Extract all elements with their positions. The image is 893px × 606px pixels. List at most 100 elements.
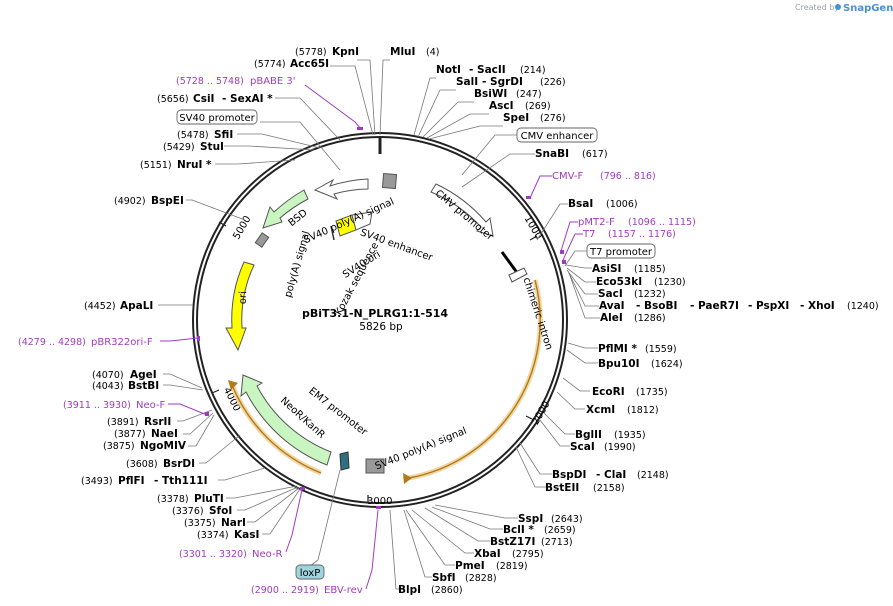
leader-kasi	[262, 488, 301, 535]
site-text: (5774)	[254, 59, 286, 70]
tick-label-1000: 1000	[522, 214, 544, 242]
primer-name: Neo-F	[136, 400, 166, 411]
primer-leader-neof	[168, 403, 208, 416]
site-text: (3376)	[172, 506, 204, 517]
site-text: (1990)	[604, 442, 636, 453]
leader-saci	[566, 269, 598, 295]
leader-bglii	[543, 412, 575, 435]
primer-name: Neo-R	[252, 549, 283, 560]
leader-loxp	[309, 469, 341, 567]
site-text: AscI	[489, 100, 514, 112]
backbone-inner-strand	[196, 136, 564, 504]
site-text: (617)	[582, 149, 608, 160]
boxed-label-sv40-promoter: SV40 promoter	[179, 113, 255, 124]
site-text: (2148)	[637, 470, 669, 481]
intron-small-box	[508, 267, 528, 283]
site-text: NarI	[221, 517, 246, 529]
site-text: (1812)	[627, 405, 659, 416]
leader-acc65i	[330, 65, 374, 136]
leader-sbfi	[403, 509, 432, 578]
features	[225, 172, 543, 484]
site-text: AsiSI	[592, 263, 621, 275]
boxed-leaders	[260, 121, 587, 567]
bsd-arrow	[262, 189, 309, 229]
neor-kanr-arrow	[240, 374, 332, 466]
site-text: (5429)	[163, 142, 195, 153]
site-text: (5478)	[177, 130, 209, 141]
site-text: (226)	[540, 77, 566, 88]
primer-mark-neor	[300, 487, 305, 490]
primer-mark-pbabe	[357, 127, 363, 130]
primer-leader-ebvrev	[365, 509, 379, 590]
site-text: (5656)	[157, 94, 189, 105]
leader-bspei	[186, 199, 246, 221]
primer-range: (4279 .. 4298)	[18, 337, 86, 348]
site-text: PluTI	[194, 493, 224, 505]
site-text: (3608)	[126, 459, 158, 470]
site-text: PmeI	[455, 560, 485, 572]
site-text: XcmI	[586, 404, 615, 416]
site-text: CsiI	[193, 93, 214, 105]
site-text: (2828)	[465, 573, 497, 584]
site-text: Acc65I	[290, 58, 329, 70]
primer-leader-t7	[562, 233, 583, 261]
site-text: (4)	[426, 47, 439, 58]
map-center: pBiT3.1-N_PLRG1:1-514 5826 bp	[302, 307, 448, 333]
neo-orf-arrowhead	[228, 380, 238, 390]
site-text: BsiWI	[474, 88, 507, 100]
cmv-promoter-arrow	[430, 183, 494, 237]
site-text: BstBI	[128, 380, 159, 392]
boxed-labels: SV40 promoter CMV enhancer T7 promoter l…	[176, 109, 656, 580]
leader-avai	[567, 270, 599, 307]
primer-leader-neor	[285, 489, 303, 553]
leader-asisi	[565, 264, 592, 269]
leader-rsrii	[177, 409, 213, 422]
tick-4000	[211, 389, 220, 394]
site-text: (2819)	[496, 561, 528, 572]
site-text: (3891)	[107, 417, 139, 428]
primer-range: (1096 .. 1115)	[628, 217, 696, 228]
site-text: (1240)	[847, 301, 879, 312]
site-text: NruI *	[177, 159, 212, 171]
primer-name: CMV-F	[552, 171, 583, 182]
site-text: BlpI	[398, 584, 421, 596]
leader-bcli	[431, 506, 503, 530]
leader-spei	[428, 125, 503, 140]
plasmid-name: pBiT3.1-N_PLRG1:1-514	[302, 307, 448, 320]
site-text: SnaBI	[535, 148, 569, 160]
ori-arrow	[225, 261, 255, 352]
primer-name: pMT2-F	[578, 217, 615, 228]
leader-cmv-enhancer	[461, 134, 517, 176]
sv40-enhancer-box	[351, 211, 373, 231]
site-text: (2860)	[431, 585, 463, 596]
leader-pflmi	[567, 342, 598, 349]
site-text: (4902)	[114, 196, 146, 207]
box-loxp	[295, 564, 325, 580]
leader-eco53ki	[566, 267, 596, 283]
site-text: NaeI	[151, 428, 178, 440]
site-text: SacI	[598, 288, 623, 300]
site-labels: (5778) KpnI MluI (4) (5774) Acc65I NotI …	[81, 46, 879, 596]
site-text: (1735)	[636, 387, 668, 398]
leader-bstz17i	[424, 507, 490, 542]
leader-sspi	[434, 504, 518, 519]
leader-sv40-promoter	[260, 121, 341, 171]
primer-mark-neof	[205, 412, 209, 416]
site-text: (1935)	[614, 430, 646, 441]
feature-label-kozak: Kozak sequence	[334, 241, 382, 317]
leader-naei	[183, 412, 214, 435]
site-text: BstEII	[545, 482, 579, 494]
site-text: (214)	[520, 65, 546, 76]
primer-leader-pbabe	[304, 84, 363, 131]
site-text: - PaeR7I	[690, 300, 739, 312]
orf-insert-arrowhead	[403, 473, 412, 484]
tick-label-3000: 3000	[367, 496, 392, 507]
site-text: BspEI	[151, 195, 184, 207]
site-text: ScaI	[570, 441, 595, 453]
credit-brand: SnapGene	[843, 3, 893, 14]
leader-t7-promoter	[564, 250, 587, 267]
site-text: (247)	[516, 89, 542, 100]
tick-1000	[529, 235, 538, 241]
em7-promoter-mark	[339, 451, 350, 471]
primer-name: T7	[582, 229, 595, 240]
